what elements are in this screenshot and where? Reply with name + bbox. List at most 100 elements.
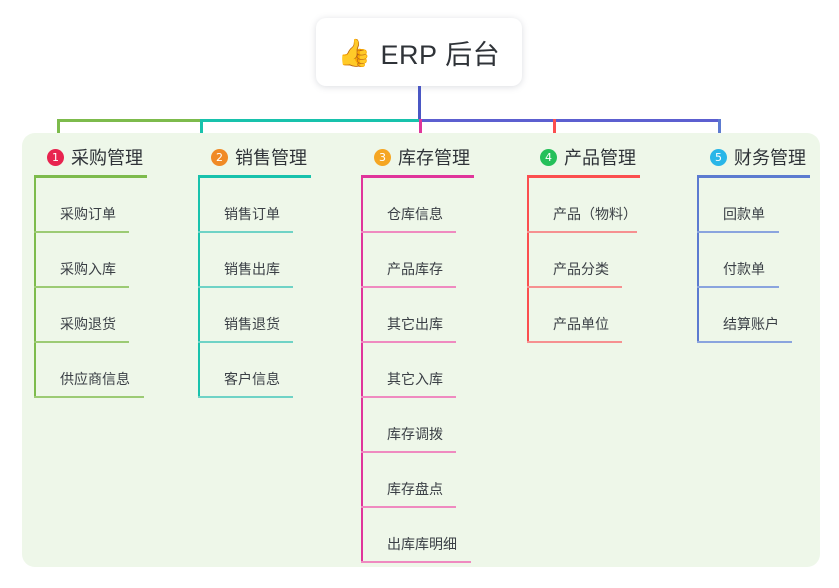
module-item-underline xyxy=(34,341,129,343)
module-column: 2 销售管理销售订单销售出库销售退货客户信息 xyxy=(198,144,311,398)
module-spine xyxy=(361,178,363,563)
module-title: 销售管理 xyxy=(235,148,307,168)
module-item-underline xyxy=(697,231,779,233)
module-column: 1 采购管理采购订单采购入库采购退货供应商信息 xyxy=(34,144,147,398)
module-item-label: 其它出库 xyxy=(387,316,443,332)
module-item-label: 销售退货 xyxy=(224,316,280,332)
module-header[interactable]: 2 销售管理 xyxy=(198,144,311,170)
module-item[interactable]: 采购退货 xyxy=(34,288,147,343)
module-item-underline xyxy=(697,286,779,288)
trunk-connector xyxy=(418,86,421,122)
module-item-underline xyxy=(361,286,456,288)
module-item-underline xyxy=(198,231,293,233)
page-title: ERP 后台 xyxy=(380,39,501,70)
module-item-underline xyxy=(361,506,456,508)
module-spine xyxy=(697,178,699,343)
module-items: 销售订单销售出库销售退货客户信息 xyxy=(198,178,311,398)
module-item-label: 采购订单 xyxy=(60,206,116,222)
module-item-underline xyxy=(361,231,456,233)
module-item-label: 出库库明细 xyxy=(387,536,457,552)
module-item-label: 产品单位 xyxy=(553,316,609,332)
module-item-label: 采购退货 xyxy=(60,316,116,332)
module-item-label: 销售订单 xyxy=(224,206,280,222)
module-items: 仓库信息产品库存其它出库其它入库库存调拨库存盘点出库库明细 xyxy=(361,178,474,563)
module-spine xyxy=(527,178,529,343)
module-number-badge: 3 xyxy=(374,148,391,166)
module-number-badge: 5 xyxy=(710,148,727,166)
module-item[interactable]: 销售退货 xyxy=(198,288,311,343)
module-item-underline xyxy=(697,341,792,343)
module-item[interactable]: 产品单位 xyxy=(527,288,640,343)
module-item-underline xyxy=(198,396,293,398)
module-header[interactable]: 5 财务管理 xyxy=(697,144,810,170)
module-item-underline xyxy=(361,451,456,453)
module-item[interactable]: 销售出库 xyxy=(198,233,311,288)
module-item-underline xyxy=(34,396,144,398)
module-underline xyxy=(527,175,640,178)
module-item-underline xyxy=(198,341,293,343)
module-item-underline xyxy=(34,286,129,288)
module-item-label: 销售出库 xyxy=(224,261,280,277)
module-number-badge: 2 xyxy=(211,148,228,166)
module-item[interactable]: 客户信息 xyxy=(198,343,311,398)
module-header[interactable]: 3 库存管理 xyxy=(361,144,474,170)
module-item[interactable]: 回款单 xyxy=(697,178,810,233)
module-item[interactable]: 供应商信息 xyxy=(34,343,147,398)
module-spine xyxy=(198,178,200,398)
module-item-underline xyxy=(34,231,129,233)
module-underline xyxy=(34,175,147,178)
module-item[interactable]: 产品（物料） xyxy=(527,178,640,233)
bus-segment-2 xyxy=(200,119,419,122)
module-item[interactable]: 其它出库 xyxy=(361,288,474,343)
module-item-label: 供应商信息 xyxy=(60,371,130,387)
module-item-underline xyxy=(361,341,456,343)
module-item[interactable]: 结算账户 xyxy=(697,288,810,343)
module-number-badge: 1 xyxy=(47,148,64,166)
module-column: 5 财务管理回款单付款单结算账户 xyxy=(697,144,810,343)
module-item[interactable]: 销售订单 xyxy=(198,178,311,233)
module-title: 库存管理 xyxy=(398,148,470,168)
module-item-label: 回款单 xyxy=(723,206,765,222)
module-item-label: 采购入库 xyxy=(60,261,116,277)
module-item[interactable]: 出库库明细 xyxy=(361,508,474,563)
module-item[interactable]: 产品库存 xyxy=(361,233,474,288)
module-item-label: 客户信息 xyxy=(224,371,280,387)
module-item-underline xyxy=(527,231,637,233)
module-item[interactable]: 产品分类 xyxy=(527,233,640,288)
module-column: 3 库存管理仓库信息产品库存其它出库其它入库库存调拨库存盘点出库库明细 xyxy=(361,144,474,563)
module-underline xyxy=(361,175,474,178)
module-item-label: 结算账户 xyxy=(723,316,779,332)
module-item-label: 产品分类 xyxy=(553,261,609,277)
module-underline xyxy=(697,175,810,178)
module-title: 采购管理 xyxy=(71,148,143,168)
module-spine xyxy=(34,178,36,398)
bus-segment-1 xyxy=(57,119,200,122)
module-item[interactable]: 其它入库 xyxy=(361,343,474,398)
module-item-label: 其它入库 xyxy=(387,371,443,387)
module-underline xyxy=(198,175,311,178)
module-number-badge: 4 xyxy=(540,148,557,166)
module-item[interactable]: 付款单 xyxy=(697,233,810,288)
module-item[interactable]: 采购入库 xyxy=(34,233,147,288)
module-item[interactable]: 采购订单 xyxy=(34,178,147,233)
module-item-label: 付款单 xyxy=(723,261,765,277)
module-item-underline xyxy=(361,396,456,398)
module-title: 产品管理 xyxy=(564,148,636,168)
module-item[interactable]: 库存调拨 xyxy=(361,398,474,453)
module-items: 回款单付款单结算账户 xyxy=(697,178,810,343)
root-node-card[interactable]: 👍 ERP 后台 xyxy=(316,18,522,86)
module-item-label: 产品库存 xyxy=(387,261,443,277)
module-item-label: 仓库信息 xyxy=(387,206,443,222)
module-item-underline xyxy=(361,561,471,563)
module-item-underline xyxy=(198,286,293,288)
module-header[interactable]: 4 产品管理 xyxy=(527,144,640,170)
module-item[interactable]: 库存盘点 xyxy=(361,453,474,508)
module-header[interactable]: 1 采购管理 xyxy=(34,144,147,170)
module-item[interactable]: 仓库信息 xyxy=(361,178,474,233)
module-items: 产品（物料） 产品分类产品单位 xyxy=(527,178,640,343)
module-column: 4 产品管理产品（物料） 产品分类产品单位 xyxy=(527,144,640,343)
thumbs-up-icon: 👍 xyxy=(337,37,372,68)
module-title: 财务管理 xyxy=(734,148,806,168)
module-item-label: 库存调拨 xyxy=(387,426,443,442)
